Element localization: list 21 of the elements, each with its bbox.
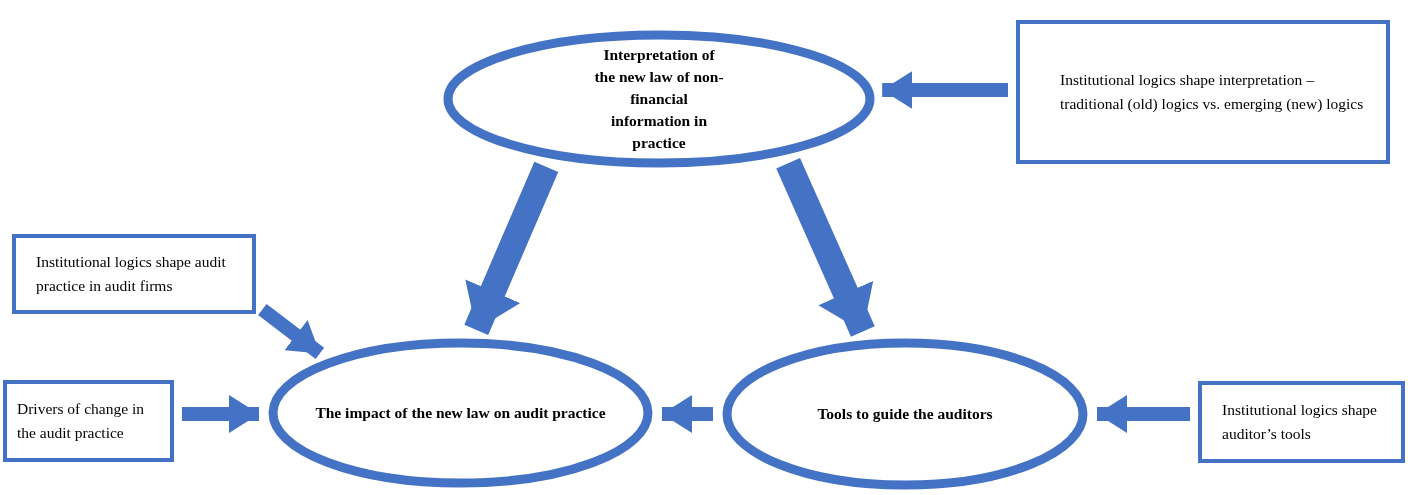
text-box <box>1198 381 1405 463</box>
node-text: The impact of the new law on audit practice <box>315 403 606 423</box>
text-box <box>3 380 174 462</box>
node-text: Interpretation of the new law of non-financial information in practice <box>593 45 725 153</box>
node-text: Tools to guide the auditors <box>817 404 993 424</box>
ellipse-node <box>443 30 875 168</box>
block-arrow <box>464 161 559 335</box>
node-text: Drivers of change in the audit practice <box>17 399 145 443</box>
block-arrow <box>662 395 713 433</box>
text-box <box>1016 20 1390 164</box>
block-arrow <box>882 71 1008 109</box>
ellipse-node <box>722 338 1088 490</box>
block-arrow <box>1097 395 1190 433</box>
block-arrow <box>258 303 325 359</box>
block-arrow <box>182 395 259 433</box>
node-text: Institutional logics shape auditor’s tools <box>1222 400 1378 444</box>
node-text: Institutional logics shape audit practice in audit firms <box>36 252 227 296</box>
text-box <box>12 234 256 314</box>
node-text: Institutional logics shape interpretation – traditional (old) logics vs. emerging (new) logics <box>1060 70 1365 114</box>
ellipse-node <box>268 338 653 488</box>
block-arrow <box>776 158 875 337</box>
